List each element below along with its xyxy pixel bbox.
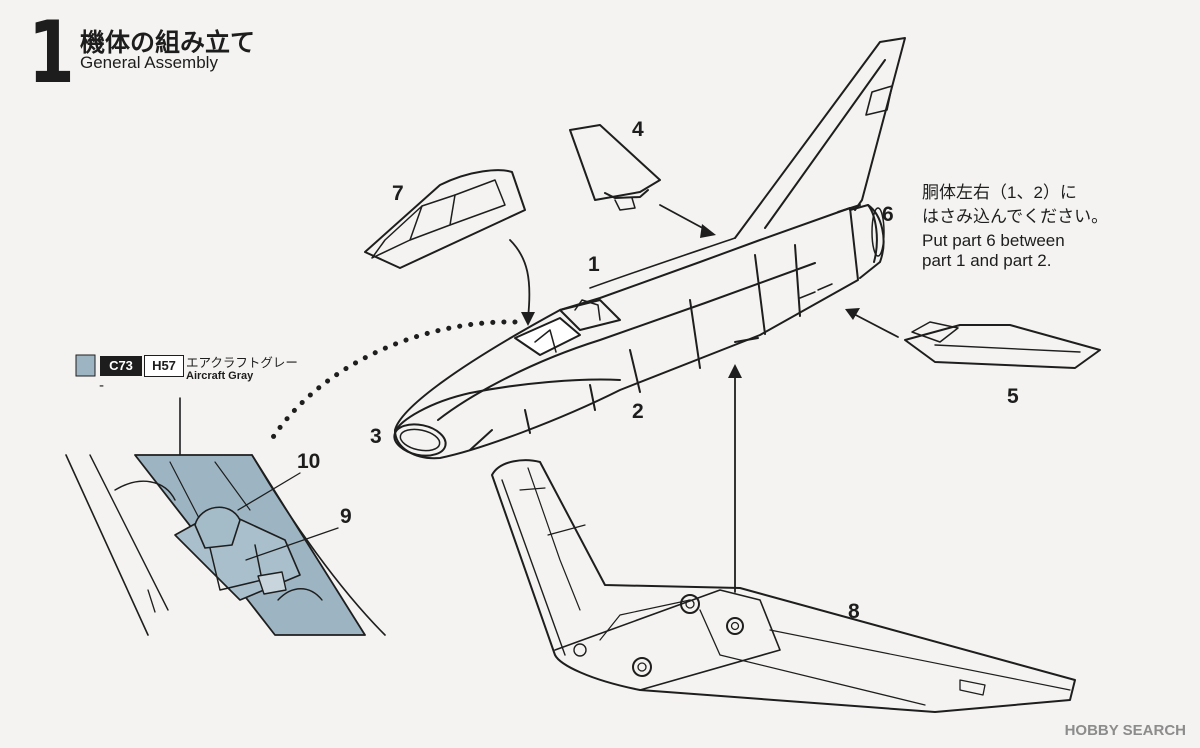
part-7-canopy <box>364 169 526 269</box>
part-5-stabilizer <box>904 321 1101 369</box>
part-8-main-wing <box>491 459 1076 713</box>
fuselage <box>394 207 859 460</box>
vertical-tail <box>734 37 906 239</box>
part-label-2: 2 <box>632 400 644 423</box>
step-number: 1 <box>28 3 75 103</box>
paint-code-c: C73 <box>100 356 142 376</box>
cockpit-closeup <box>65 397 386 636</box>
paint-swatch <box>75 354 96 377</box>
part-3-intake <box>393 423 447 457</box>
watermark-text: HOBBY SEARCH <box>1064 722 1186 739</box>
part-4-stabilizer <box>569 124 661 211</box>
part-label-8: 8 <box>848 600 860 623</box>
part-label-4: 4 <box>632 118 644 141</box>
step-title-en: General Assembly <box>80 53 218 72</box>
paint-name-jp: エアクラフトグレー <box>186 355 298 370</box>
step-title-jp: 機体の組み立て <box>80 28 256 57</box>
note-en-line-1: Put part 6 between <box>922 231 1065 250</box>
part-label-6: 6 <box>882 203 894 226</box>
part-label-5: 5 <box>1007 385 1019 408</box>
paint-code-h: H57 <box>144 355 184 377</box>
note-en-line-2: part 1 and part 2. <box>922 251 1052 270</box>
part-6-exhaust <box>849 204 885 279</box>
part-label-10: 10 <box>297 450 321 473</box>
paint-dash: - <box>99 378 105 394</box>
note-jp-line-2: はさみ込んでください。 <box>922 207 1109 226</box>
paint-name-en: Aircraft Gray <box>186 370 254 382</box>
note-jp-line-1: 胴体左右（1、2）に <box>922 183 1077 202</box>
part-label-3: 3 <box>370 425 382 448</box>
part-label-1: 1 <box>588 253 600 276</box>
part-label-7: 7 <box>392 182 404 205</box>
assembly-arrows <box>509 204 899 593</box>
part-label-9: 9 <box>340 505 352 528</box>
